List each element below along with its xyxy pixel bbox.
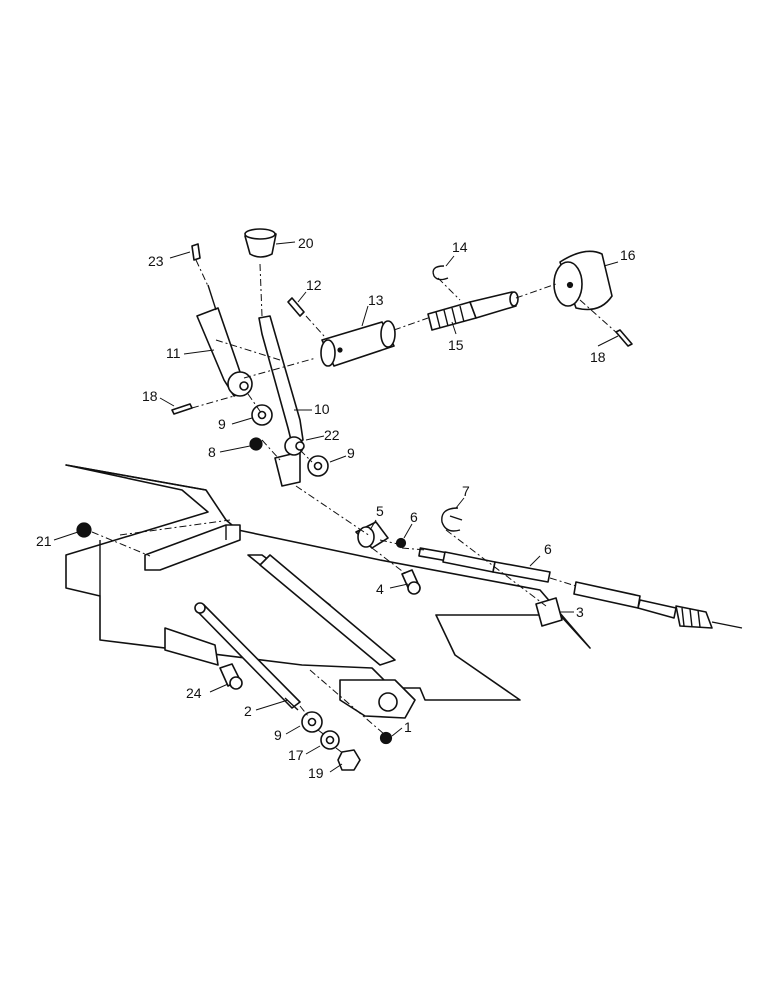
label-part-6-small: 6 xyxy=(410,509,418,525)
bolt-part-4 xyxy=(401,569,421,595)
label-part-5: 5 xyxy=(376,503,384,519)
washer-part-9-bottom xyxy=(301,711,323,733)
label-part-2: 2 xyxy=(244,703,252,719)
label-part-17: 17 xyxy=(288,747,304,763)
label-part-3: 3 xyxy=(576,604,584,620)
label-part-23: 23 xyxy=(148,253,164,269)
pin-part-18-left xyxy=(171,403,193,415)
shaft-part-15 xyxy=(427,291,519,331)
clevis-part-5 xyxy=(355,521,389,549)
clip-part-7 xyxy=(441,507,463,532)
tube-part-13 xyxy=(320,320,396,367)
cable-assembly-part-6 xyxy=(418,547,743,629)
channel-bar xyxy=(144,524,241,571)
label-part-20: 20 xyxy=(298,235,314,251)
knob-part-20 xyxy=(244,228,277,258)
label-part-9-right: 9 xyxy=(347,445,355,461)
nut-part-19 xyxy=(337,749,361,771)
label-part-22: 22 xyxy=(324,427,340,443)
label-part-11: 11 xyxy=(166,345,181,361)
label-part-18-right: 18 xyxy=(590,349,606,365)
label-part-7: 7 xyxy=(462,483,470,499)
bolt-part-24 xyxy=(219,663,243,690)
handwheel-part-16 xyxy=(553,250,613,311)
frame-plate xyxy=(65,464,591,701)
label-part-10: 10 xyxy=(314,401,330,417)
pivot-bracket xyxy=(339,679,416,719)
label-part-24: 24 xyxy=(186,685,202,701)
rod-part-2 xyxy=(194,602,301,711)
pin-part-18-right xyxy=(615,329,633,347)
label-part-1: 1 xyxy=(404,719,412,735)
washer-part-9-left xyxy=(251,404,273,426)
pin-part-23 xyxy=(191,243,201,261)
washer-part-17 xyxy=(320,730,340,750)
nut-part-6-small xyxy=(395,537,407,549)
label-part-8: 8 xyxy=(208,444,216,460)
label-part-12: 12 xyxy=(306,277,322,293)
shift-lever-part-10 xyxy=(258,315,305,487)
label-part-13: 13 xyxy=(368,292,384,308)
label-part-14: 14 xyxy=(452,239,468,255)
nut-part-8 xyxy=(249,437,263,451)
bracket-part-3 xyxy=(535,597,563,627)
lever-part-11 xyxy=(196,284,253,397)
label-part-9-bottom: 9 xyxy=(274,727,282,743)
nut-part-21 xyxy=(76,522,92,538)
label-part-15: 15 xyxy=(448,337,464,353)
leader-lines xyxy=(53,241,619,773)
label-part-18-left: 18 xyxy=(142,388,158,404)
label-part-9-left: 9 xyxy=(218,416,226,432)
label-part-4: 4 xyxy=(376,581,384,597)
assembly-centerlines xyxy=(91,259,619,755)
nut-part-1 xyxy=(379,731,393,745)
label-part-21: 21 xyxy=(36,533,52,549)
clip-part-14 xyxy=(432,265,449,281)
label-part-19: 19 xyxy=(308,765,324,781)
washer-part-9-right xyxy=(307,455,329,477)
label-part-16: 16 xyxy=(620,247,636,263)
diagonal-strut xyxy=(247,554,396,666)
pin-part-12 xyxy=(287,297,305,317)
label-part-6-cable: 6 xyxy=(544,541,552,557)
part-labels: 23 20 12 13 14 15 16 18 11 18 9 10 8 22 … xyxy=(36,235,636,781)
small-plate xyxy=(164,627,219,666)
